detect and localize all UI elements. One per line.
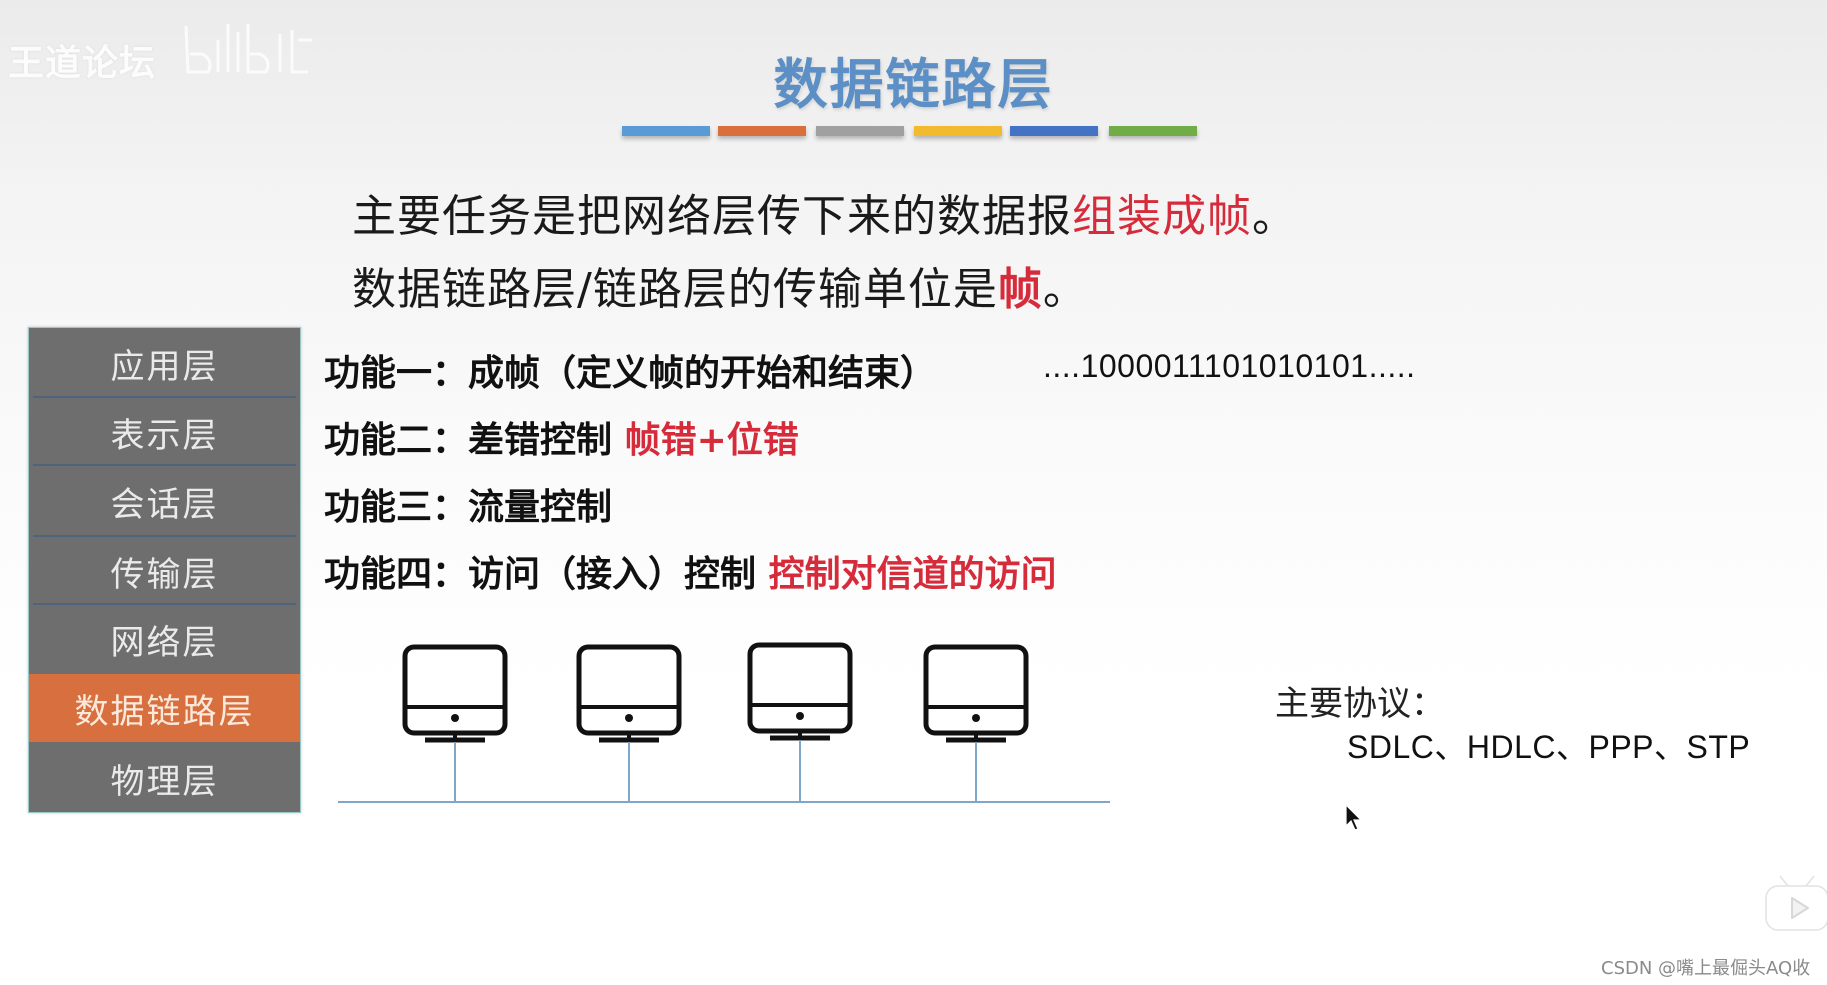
protocols-label: 主要协议： — [1275, 684, 1445, 724]
color-bar-blue — [622, 126, 710, 136]
osi-layer-session: 会话层 — [29, 466, 300, 537]
osi-layer-presentation: 表示层 — [29, 398, 300, 466]
osi-layer-label: 应用层 — [110, 346, 219, 387]
intro-line-2: 数据链路层/链路层的传输单位是帧。 — [352, 253, 1088, 317]
intro-line-2-text: 数据链路层/链路层的传输单位是 — [352, 264, 998, 315]
protocols-list: SDLC、HDLC、PPP、STP — [1347, 729, 1751, 765]
computer-monitor-icon — [747, 642, 853, 802]
osi-layer-transport: 传输层 — [29, 537, 300, 605]
color-bar-yellow — [914, 126, 1002, 136]
computer-monitor-icon — [576, 644, 682, 802]
slide-title: 数据链路层 — [773, 53, 1054, 116]
bilibili-logo-icon — [184, 24, 312, 74]
osi-layer-label: 物理层 — [110, 761, 219, 802]
function-item-1: 功能一：成帧（定义帧的开始和结束） — [324, 344, 936, 396]
intro-line-2-highlight: 帧 — [997, 264, 1043, 315]
osi-layer-label: 网络层 — [110, 623, 219, 663]
osi-layer-data-link: 数据链路层 — [29, 674, 300, 742]
function-highlight: 控制对信道的访问 — [768, 554, 1057, 595]
intro-line-1-suffix: 。 — [1252, 191, 1297, 242]
computer-monitor-icon — [402, 644, 508, 802]
mouse-pointer-icon — [1345, 804, 1363, 831]
osi-layer-label: 传输层 — [110, 554, 219, 595]
intro-line-1-text: 主要任务是把网络层传下来的数据报 — [352, 191, 1072, 242]
function-highlight: 帧错+位错 — [624, 420, 799, 461]
bit-stream: ....1000011101010101..... — [1043, 348, 1416, 384]
bilibili-tv-play-icon[interactable] — [1762, 868, 1827, 934]
osi-layer-stack: 应用层 表示层 会话层 传输层 网络层 数据链路层 物理层 — [28, 327, 301, 813]
function-label: 功能三： — [324, 487, 469, 528]
osi-layer-label: 表示层 — [110, 415, 219, 456]
csdn-watermark: CSDN @嘴上最倔头AQ收 — [1601, 958, 1811, 979]
computer-monitor-icon — [923, 644, 1029, 802]
intro-line-1-highlight: 组装成帧 — [1072, 191, 1252, 242]
function-text: 流量控制 — [468, 487, 613, 528]
function-text: 差错控制 — [468, 420, 613, 461]
function-label: 功能二： — [324, 420, 469, 461]
osi-layer-network: 网络层 — [29, 605, 300, 674]
color-bar-orange — [718, 126, 806, 136]
function-item-3: 功能三：流量控制 — [324, 478, 612, 530]
function-label: 功能一： — [324, 353, 469, 394]
intro-line-1: 主要任务是把网络层传下来的数据报组装成帧。 — [352, 180, 1297, 244]
color-bar-green — [1109, 126, 1197, 136]
color-bar-darkblue — [1010, 126, 1098, 136]
function-item-4: 功能四：访问（接入）控制 控制对信道的访问 — [324, 545, 1057, 597]
osi-layer-label: 会话层 — [110, 485, 219, 525]
function-label: 功能四： — [324, 554, 469, 595]
function-text: 访问（接入）控制 — [468, 554, 757, 595]
color-bar-gray — [816, 126, 904, 136]
osi-layer-label: 数据链路层 — [74, 691, 255, 732]
intro-line-2-suffix: 。 — [1042, 264, 1088, 315]
function-text: 成帧（定义帧的开始和结束） — [468, 353, 937, 394]
function-item-2: 功能二：差错控制 帧错+位错 — [324, 411, 799, 463]
osi-layer-physical: 物理层 — [29, 742, 300, 814]
site-watermark: 王道论坛 — [8, 43, 157, 84]
osi-layer-application: 应用层 — [29, 328, 300, 398]
